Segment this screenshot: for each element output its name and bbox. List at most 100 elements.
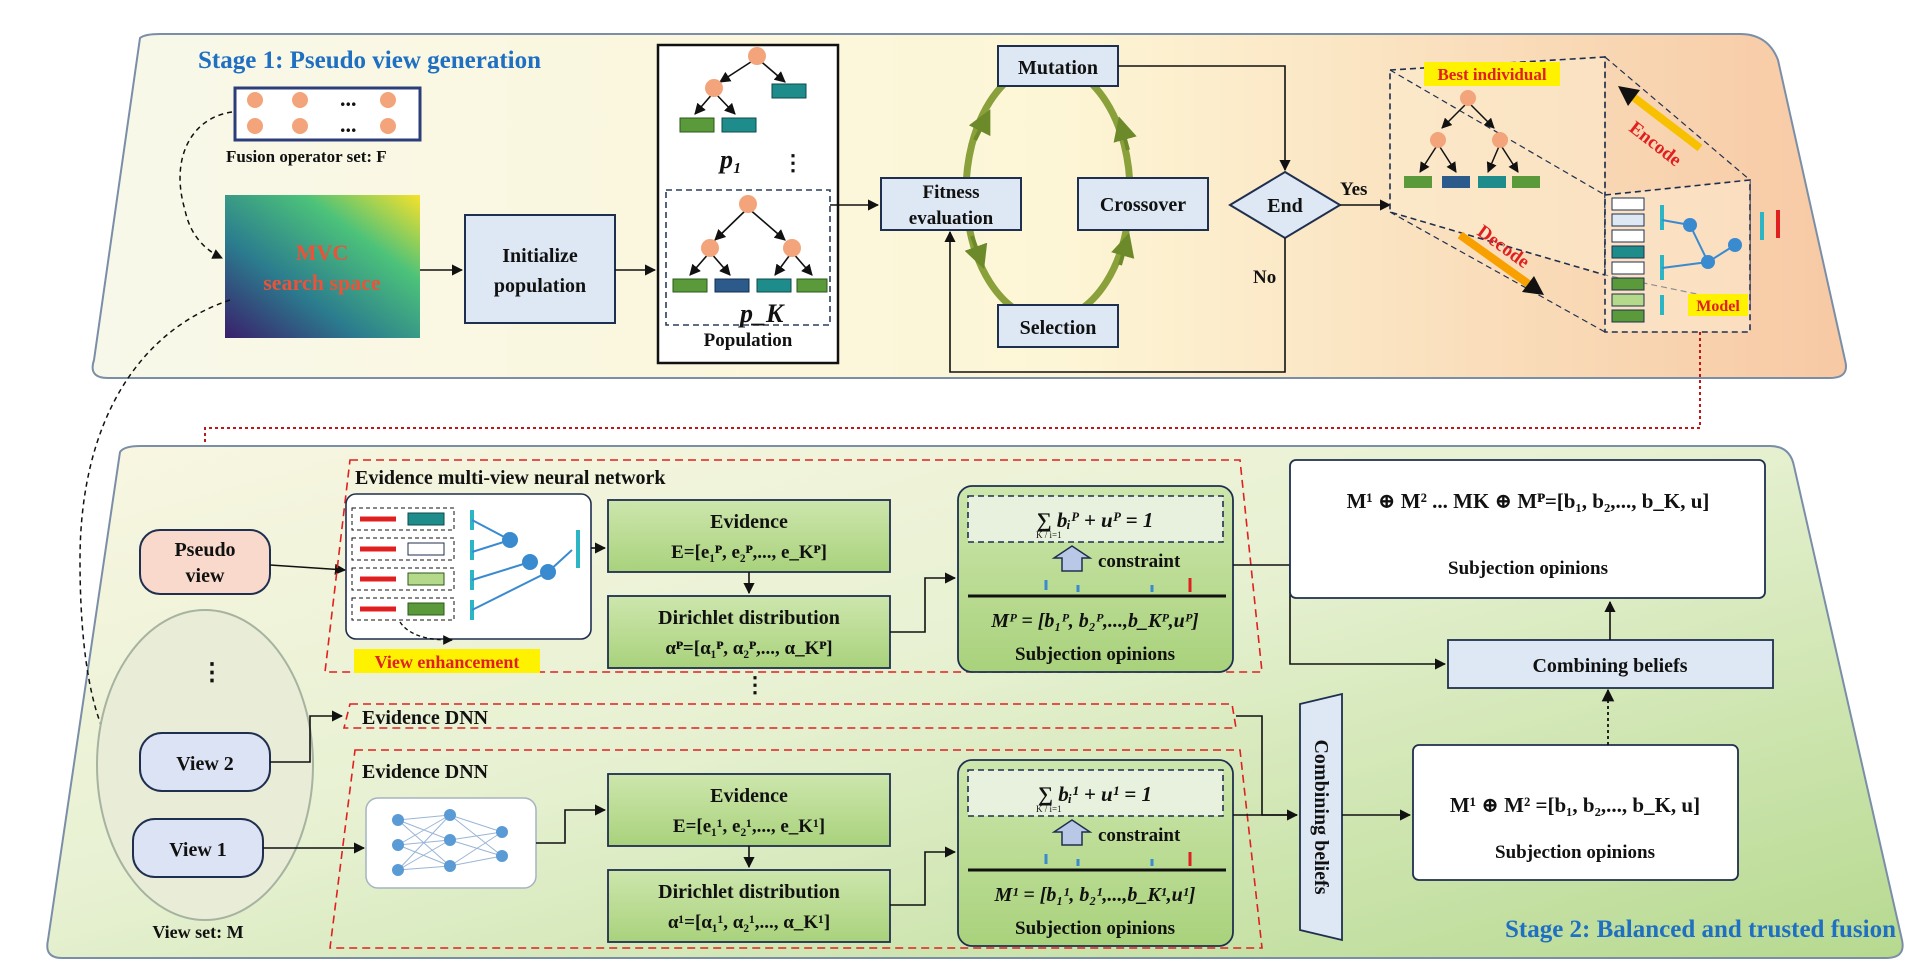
opinion-p-bars — [968, 578, 1226, 598]
evidence-dnn-view2-region — [342, 703, 1237, 729]
initialize-population-box — [464, 214, 616, 324]
crossover-box — [1077, 177, 1209, 231]
mp-formula: Mᴾ = [b₁ᴾ, b₂ᴾ,...,b_Kᴾ,uᴾ] — [990, 610, 1199, 632]
top-result-box — [1289, 459, 1766, 599]
search-space-label-1: MVC — [296, 240, 349, 265]
selection-box — [997, 304, 1119, 348]
pseudo-view-node — [139, 529, 271, 595]
evidence-1-label: Evidence — [710, 785, 788, 807]
constraint-p-label: constraint — [1098, 551, 1181, 572]
arrow-opinion-p-to-combining — [1233, 564, 1447, 670]
alpha-1-formula: α¹=[α₁¹, α₂¹,..., α_K¹] — [668, 912, 830, 933]
pk-label: p_K — [738, 299, 785, 328]
arrow-dirichlet-to-opinion-1 — [890, 846, 957, 906]
fitness-box — [880, 177, 1022, 231]
combining-beliefs-vertical — [1299, 692, 1343, 942]
initialize-line-2: population — [494, 275, 586, 297]
arrow-dnn-to-evidence-1 — [536, 804, 607, 844]
constraint-p-formula: ∑ bᵢᴾ + uᴾ = 1 — [1037, 508, 1154, 532]
arrow-view2-to-dnn — [270, 710, 344, 763]
loop-arrow-left-down — [964, 235, 988, 270]
model-to-pseudo-view-link — [198, 332, 1701, 522]
evidence-1-box — [607, 773, 891, 847]
constraint-1-label: constraint — [1098, 825, 1181, 846]
search-space-panel — [225, 195, 420, 338]
evidence-dnn-view2-label: Evidence DNN — [362, 707, 489, 729]
fusion-to-space-curve — [179, 111, 233, 259]
constraint-p-up-arrow — [1051, 545, 1093, 572]
fitness-line-1: Fitness — [923, 182, 980, 203]
selection-label: Selection — [1020, 317, 1097, 339]
top-result-label: Subjection opinions — [1448, 558, 1608, 579]
encode-arrowhead — [1618, 86, 1640, 106]
view-enhancement-highlight — [354, 649, 540, 673]
fitness-line-2: evaluation — [909, 208, 994, 229]
p1-label: p₁ — [718, 145, 742, 174]
emvnn-network-graphic — [351, 507, 580, 621]
evidence-p-box — [607, 499, 891, 573]
arrow-dirichlet-to-opinion-p — [890, 572, 957, 633]
decode-arrow — [1457, 231, 1533, 289]
arrow-mutation-to-end — [1118, 65, 1291, 172]
constraint-1-up-arrow — [1051, 819, 1093, 846]
fusion-operator-nodes — [247, 92, 396, 134]
sum-limits-1: K / i=1 — [1036, 804, 1062, 814]
best-individual-label: Best individual — [1437, 65, 1546, 84]
branch-vertical-ellipsis: ⋮ — [744, 672, 766, 697]
evidence-dnn-view1-region — [329, 749, 1263, 949]
emvnn-title: Evidence multi-view neural network — [355, 467, 666, 489]
dirichlet-p-label: Dirichlet distribution — [658, 607, 840, 629]
alpha-p-formula: αᴾ=[α₁ᴾ, α₂ᴾ,..., α_Kᴾ] — [665, 638, 832, 659]
combining-beliefs-label: Combining beliefs — [1532, 655, 1687, 677]
view2-label: View 2 — [176, 753, 234, 775]
initialize-line-1: Initialize — [502, 245, 578, 267]
model-network — [1611, 197, 1780, 323]
evidence-p-label: Evidence — [710, 511, 788, 533]
best-individual-highlight — [1424, 62, 1560, 86]
best-individual-tree — [1404, 90, 1540, 188]
pseudo-view-line-2: view — [186, 565, 225, 587]
bottom-result-box — [1412, 744, 1739, 881]
population-label: Population — [704, 330, 793, 351]
combining-beliefs-vertical-label: Combining beliefs — [1310, 739, 1332, 894]
arrow-no-loop — [944, 230, 1286, 373]
dirichlet-p-box — [607, 595, 891, 669]
fusion-ellipsis-2: ... — [340, 112, 357, 137]
view-enhancement-loop — [399, 621, 453, 645]
view1-label: View 1 — [169, 839, 227, 861]
opinion-1-label: Subjection opinions — [1015, 918, 1175, 939]
model-highlight — [1688, 294, 1748, 316]
loop-arrow-right-up — [1113, 116, 1137, 151]
constraint-1-box — [967, 769, 1224, 817]
opinion-p-label: Subjection opinions — [1015, 644, 1175, 665]
tree-p1 — [679, 47, 807, 133]
encode-arrow — [1629, 92, 1703, 152]
dnn-network-graphic — [392, 809, 508, 876]
model-label: Model — [1696, 298, 1740, 315]
end-label: End — [1267, 195, 1303, 217]
evidence-dnn-view1-label: Evidence DNN — [362, 761, 489, 783]
fusion-operator-label: Fusion operator set: F — [226, 147, 387, 166]
view-enhancement-label: View enhancement — [375, 652, 520, 672]
opinion-1-bars — [968, 852, 1226, 872]
stage1-title: Stage 1: Pseudo view generation — [198, 47, 541, 74]
bottom-result-label: Subjection opinions — [1495, 842, 1655, 863]
mutation-box — [997, 45, 1119, 87]
yes-label: Yes — [1340, 179, 1367, 200]
viewset-vertical-ellipsis: ⋮ — [200, 660, 224, 686]
constraint-1-formula: ∑ bᵢ¹ + u¹ = 1 — [1038, 782, 1152, 806]
m1-formula: M¹ = [b₁¹, b₂¹,...,b_K¹,u¹] — [994, 884, 1196, 906]
tree-pk — [672, 195, 828, 293]
loop-arrow-right-down — [1111, 232, 1135, 266]
population-vertical-ellipsis: ⋮ — [782, 150, 804, 175]
loop-arrow-left-up — [968, 109, 991, 141]
mutation-label: Mutation — [1018, 57, 1098, 79]
arrow-pseudo-to-network — [269, 563, 347, 575]
search-space-label-2: search space — [263, 270, 381, 295]
top-result-formula: M¹ ⊕ M² ... MK ⊕ Mᴾ=[b₁, b₂,..., b_K, u] — [1347, 489, 1710, 513]
emvnn-region — [324, 459, 1263, 673]
bottom-result-formula: M¹ ⊕ M² =[b₁, b₂,..., b_K, u] — [1450, 793, 1700, 817]
population-inner-dashed — [665, 189, 831, 326]
stage2-title: Stage 2: Balanced and trusted fusion — [1505, 916, 1896, 943]
